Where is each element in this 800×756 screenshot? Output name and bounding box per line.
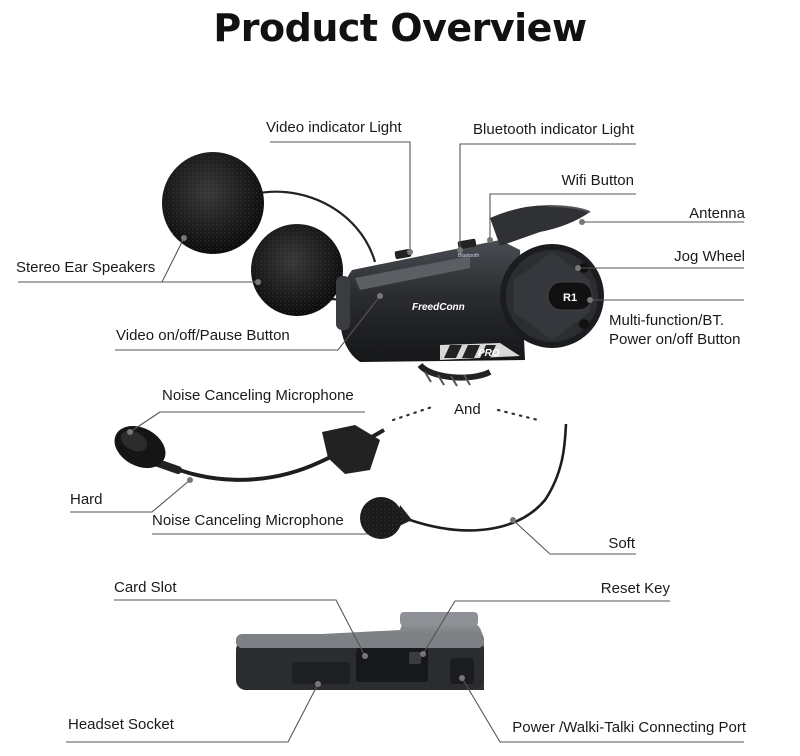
middle-leader-lines — [70, 411, 636, 555]
label-headset-socket: Headset Socket — [68, 716, 174, 733]
soft-wired-microphone — [360, 423, 568, 539]
label-card-slot: Card Slot — [114, 579, 177, 596]
label-power-walkie-talkie-port: Power /Walki-Talki Connecting Port — [512, 719, 746, 736]
bottom-leader-lines — [66, 599, 744, 743]
page-title: Product Overview — [213, 6, 587, 50]
label-and: And — [454, 401, 481, 418]
multi-function-button: R1 — [547, 281, 593, 311]
label-jog-wheel: Jog Wheel — [674, 248, 745, 265]
bluetooth-mark: Bluetooth — [458, 253, 479, 259]
label-wifi-button: Wifi Button — [561, 172, 634, 189]
jog-label: R1 — [563, 292, 577, 304]
label-reset-key: Reset Key — [600, 580, 670, 597]
intercom-device: PRO FreedConn Bluetooth R1 — [336, 205, 604, 387]
label-bluetooth-indicator-light: Bluetooth indicator Light — [473, 121, 634, 138]
label-video-indicator-light: Video indicator Light — [266, 119, 402, 136]
label-soft: Soft — [608, 535, 635, 552]
label-video-onoff-pause-button: Video on/off/Pause Button — [116, 327, 290, 344]
left-ear-speaker — [162, 152, 264, 254]
device-bottom-view — [236, 612, 484, 690]
label-noise-mic-hard: Noise Canceling Microphone — [162, 387, 354, 404]
label-multi-function-line1: Multi-function/BT. — [609, 312, 725, 329]
label-hard: Hard — [70, 491, 103, 508]
label-stereo-ear-speakers: Stereo Ear Speakers — [16, 259, 156, 276]
brand-logo: FreedConn — [412, 302, 465, 313]
bottom-leader-dots — [315, 651, 465, 687]
label-noise-mic-soft: Noise Canceling Microphone — [152, 512, 344, 529]
top-leader-dots — [181, 219, 593, 303]
label-multi-function-line2: Power on/off Button — [609, 331, 741, 348]
and-dotted-connectors — [391, 405, 540, 422]
model-badge: PRO — [478, 348, 500, 359]
label-antenna: Antenna — [689, 205, 745, 222]
right-ear-speaker — [251, 224, 343, 316]
top-leader-lines — [18, 141, 744, 351]
hard-boom-microphone — [114, 425, 385, 482]
middle-leader-dots — [127, 429, 516, 523]
speaker-cable — [245, 190, 377, 263]
